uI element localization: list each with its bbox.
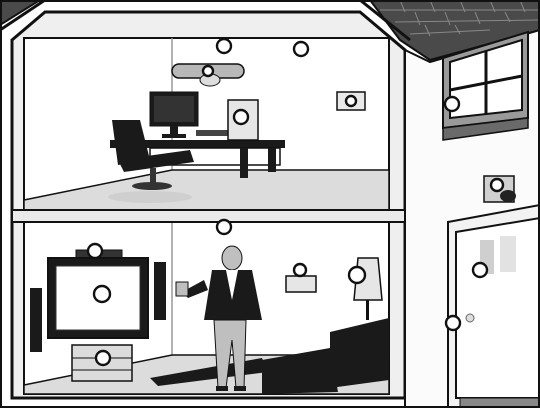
node-ceiling-light-upper-left[interactable] xyxy=(217,39,231,53)
node-television[interactable] xyxy=(94,286,110,302)
speaker-left xyxy=(30,288,42,352)
node-window[interactable] xyxy=(445,97,459,111)
node-ceiling-light-upper-right[interactable] xyxy=(294,42,308,56)
node-security-camera[interactable] xyxy=(203,66,213,76)
node-outdoor-camera[interactable] xyxy=(491,179,503,191)
node-media-console[interactable] xyxy=(96,351,110,365)
front-door xyxy=(448,205,540,408)
floor-rug-upper xyxy=(108,191,192,203)
node-thermostat[interactable] xyxy=(294,264,306,276)
node-computer-tower[interactable] xyxy=(234,110,248,124)
node-ceiling-light-lower[interactable] xyxy=(217,220,231,234)
node-door-panel[interactable] xyxy=(473,263,487,277)
speaker-right xyxy=(154,262,166,320)
node-tv-soundbar[interactable] xyxy=(88,244,102,258)
node-wall-switch-upper[interactable] xyxy=(346,96,356,106)
node-floor-lamp[interactable] xyxy=(349,267,365,283)
thermostat xyxy=(286,276,316,292)
node-door-lock[interactable] xyxy=(446,316,460,330)
